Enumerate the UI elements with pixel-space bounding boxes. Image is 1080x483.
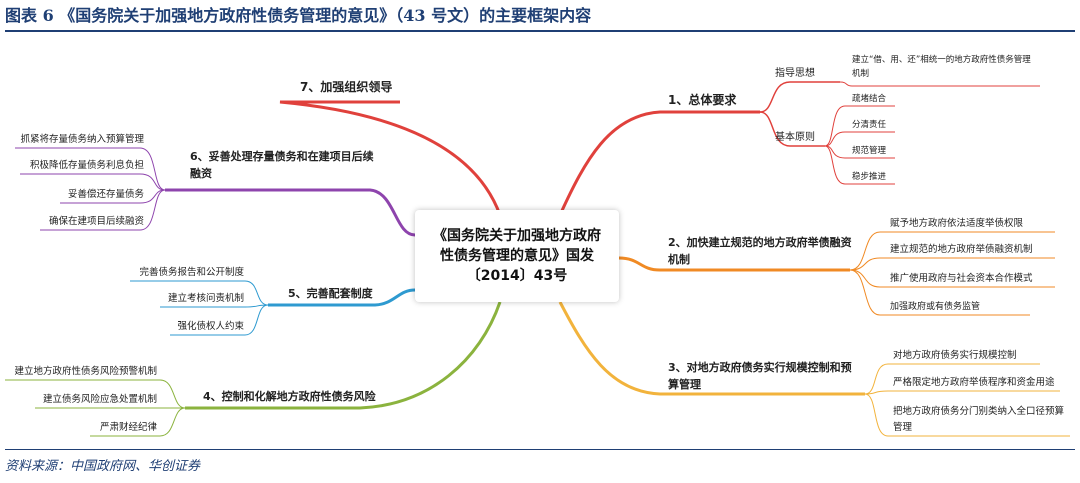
branch-3-connector <box>558 301 865 396</box>
leaf-1-2c-connector <box>824 145 895 159</box>
leaf-5a: 完善债务报告和公开制度 <box>139 266 244 278</box>
leaf-2d: 加强政府或有债务监管 <box>890 300 980 312</box>
leaf-6a: 抓紧将存量债务纳入预算管理 <box>20 133 144 145</box>
branch-2-label-line1[interactable]: 2、加快建立规范的地方政府举债融资 <box>668 235 852 249</box>
leaf-5c: 强化债权人约束 <box>177 320 244 332</box>
leaf-1-2a-connector <box>824 105 895 147</box>
branch-3-label-line1[interactable]: 3、对地方政府债务实行规模控制和预 <box>668 360 852 374</box>
leaf-2b: 建立规范的地方政府举债融资机制 <box>890 243 1033 255</box>
leaf-5b: 建立考核问责机制 <box>168 292 244 304</box>
leaf-1-2c: 规范管理 <box>852 145 887 156</box>
branch-4-connector <box>185 301 502 410</box>
leaf-1-2b-connector <box>824 131 895 147</box>
leaf-6b: 积极降低存量债务利息负担 <box>30 159 145 171</box>
leaf-2a-connector <box>849 231 1055 271</box>
title-rule <box>5 30 1075 32</box>
leaf-2c: 推广使用政府与社会资本合作模式 <box>890 272 1033 284</box>
branch-1-connector <box>558 110 760 216</box>
leaf-1-2d: 稳步推进 <box>852 171 887 182</box>
leaf-6a-connector <box>15 147 166 191</box>
branch-6: 6、妥善处理存量债务和在建项目后续 融资 抓紧将存量债务纳入预算管理 积极降低存… <box>15 133 416 237</box>
leaf-6c: 妥善偿还存量债务 <box>68 188 145 200</box>
leaf-6d-connector <box>40 189 166 231</box>
leaf-1-2d-connector <box>824 145 895 185</box>
center-node[interactable]: 《国务院关于加强地方政府性债务管理的意见》国发〔2014〕43号 <box>415 210 619 302</box>
leaf-1-1-connector <box>839 81 1040 87</box>
leaf-1-1-line2: 机制 <box>852 68 869 79</box>
branch-4-label[interactable]: 4、控制和化解地方政府性债务风险 <box>203 389 377 403</box>
source-rule <box>5 449 1075 450</box>
figure-title: 图表 6 《国务院关于加强地方政府性债务管理的意见》（43 号文）的主要框架内容 <box>5 6 592 25</box>
sub-1-2-connector <box>759 111 825 147</box>
branch-5: 5、完善配套制度 完善债务报告和公开制度 建立考核问责机制 强化债权人约束 <box>130 266 416 336</box>
sub-1-1-connector <box>759 81 840 113</box>
leaf-3c-line2: 管理 <box>893 421 913 433</box>
branch-5-connector <box>268 288 416 307</box>
leaf-1-1-line1: 建立“借、用、还”相统一的地方政府性债务管理 <box>852 54 1031 65</box>
branch-1: 1、总体要求 指导思想 建立“借、用、还”相统一的地方政府性债务管理 机制 基本… <box>558 54 1040 216</box>
sub-1-1-label[interactable]: 指导思想 <box>775 66 815 79</box>
leaf-3a: 对地方政府债务实行规模控制 <box>893 349 1017 361</box>
branch-3-label-line2[interactable]: 算管理 <box>667 377 701 391</box>
branch-3: 3、对地方政府债务实行规模控制和预 算管理 对地方政府债务实行规模控制 严格限定… <box>558 301 1070 437</box>
branch-2-connector <box>618 256 850 272</box>
leaf-5c-connector <box>170 304 269 336</box>
leaf-4a-connector <box>5 379 186 409</box>
branch-6-label-line1[interactable]: 6、妥善处理存量债务和在建项目后续 <box>190 149 374 163</box>
branch-6-connector <box>165 188 416 237</box>
branch-2-label-line2[interactable]: 机制 <box>668 252 690 266</box>
branch-2: 2、加快建立规范的地方政府举债融资 机制 赋予地方政府依法适度举债权限 建立规范… <box>618 217 1055 316</box>
leaf-3a-connector <box>864 363 1040 395</box>
leaf-2d-connector <box>849 269 1030 316</box>
leaf-4c-connector <box>90 407 186 437</box>
leaf-4a: 建立地方政府性债务风险预警机制 <box>14 365 157 377</box>
leaf-5a-connector <box>130 280 269 306</box>
leaf-6b-connector <box>20 173 166 191</box>
branch-7-label[interactable]: 7、加强组织领导 <box>300 79 392 94</box>
leaf-6d: 确保在建项目后续融资 <box>49 215 145 227</box>
branch-7-connector <box>279 100 502 216</box>
leaf-4b: 建立债务风险应急处置机制 <box>43 393 157 405</box>
branch-6-label-line2[interactable]: 融资 <box>190 166 212 180</box>
leaf-2c-connector <box>849 269 1055 288</box>
leaf-1-2b: 分清责任 <box>852 119 887 130</box>
leaf-4c: 严肃财经纪律 <box>100 421 158 433</box>
leaf-2a: 赋予地方政府依法适度举债权限 <box>890 217 1024 229</box>
leaf-3c-line1: 把地方政府债务分门别类纳入全口径预算 <box>893 405 1064 417</box>
branch-4: 4、控制和化解地方政府性债务风险 建立地方政府性债务风险预警机制 建立债务风险应… <box>5 301 502 437</box>
leaf-1-2a: 疏堵结合 <box>852 93 887 104</box>
center-node-label: 《国务院关于加强地方政府性债务管理的意见》国发〔2014〕43号 <box>433 228 601 284</box>
leaf-3c-connector <box>864 393 1070 437</box>
leaf-2b-connector <box>849 257 1055 271</box>
leaf-5b-connector <box>160 304 269 308</box>
branch-5-label[interactable]: 5、完善配套制度 <box>288 286 374 300</box>
leaf-6c-connector <box>60 189 166 204</box>
branch-1-label[interactable]: 1、总体要求 <box>668 92 737 107</box>
leaf-3b: 严格限定地方政府举债程序和资金用途 <box>893 376 1055 388</box>
source-note: 资料来源：中国政府网、华创证券 <box>5 459 201 474</box>
sub-1-2-label[interactable]: 基本原则 <box>775 130 815 143</box>
leaf-3b-connector <box>864 390 1060 395</box>
branch-7: 7、加强组织领导 <box>279 79 502 216</box>
